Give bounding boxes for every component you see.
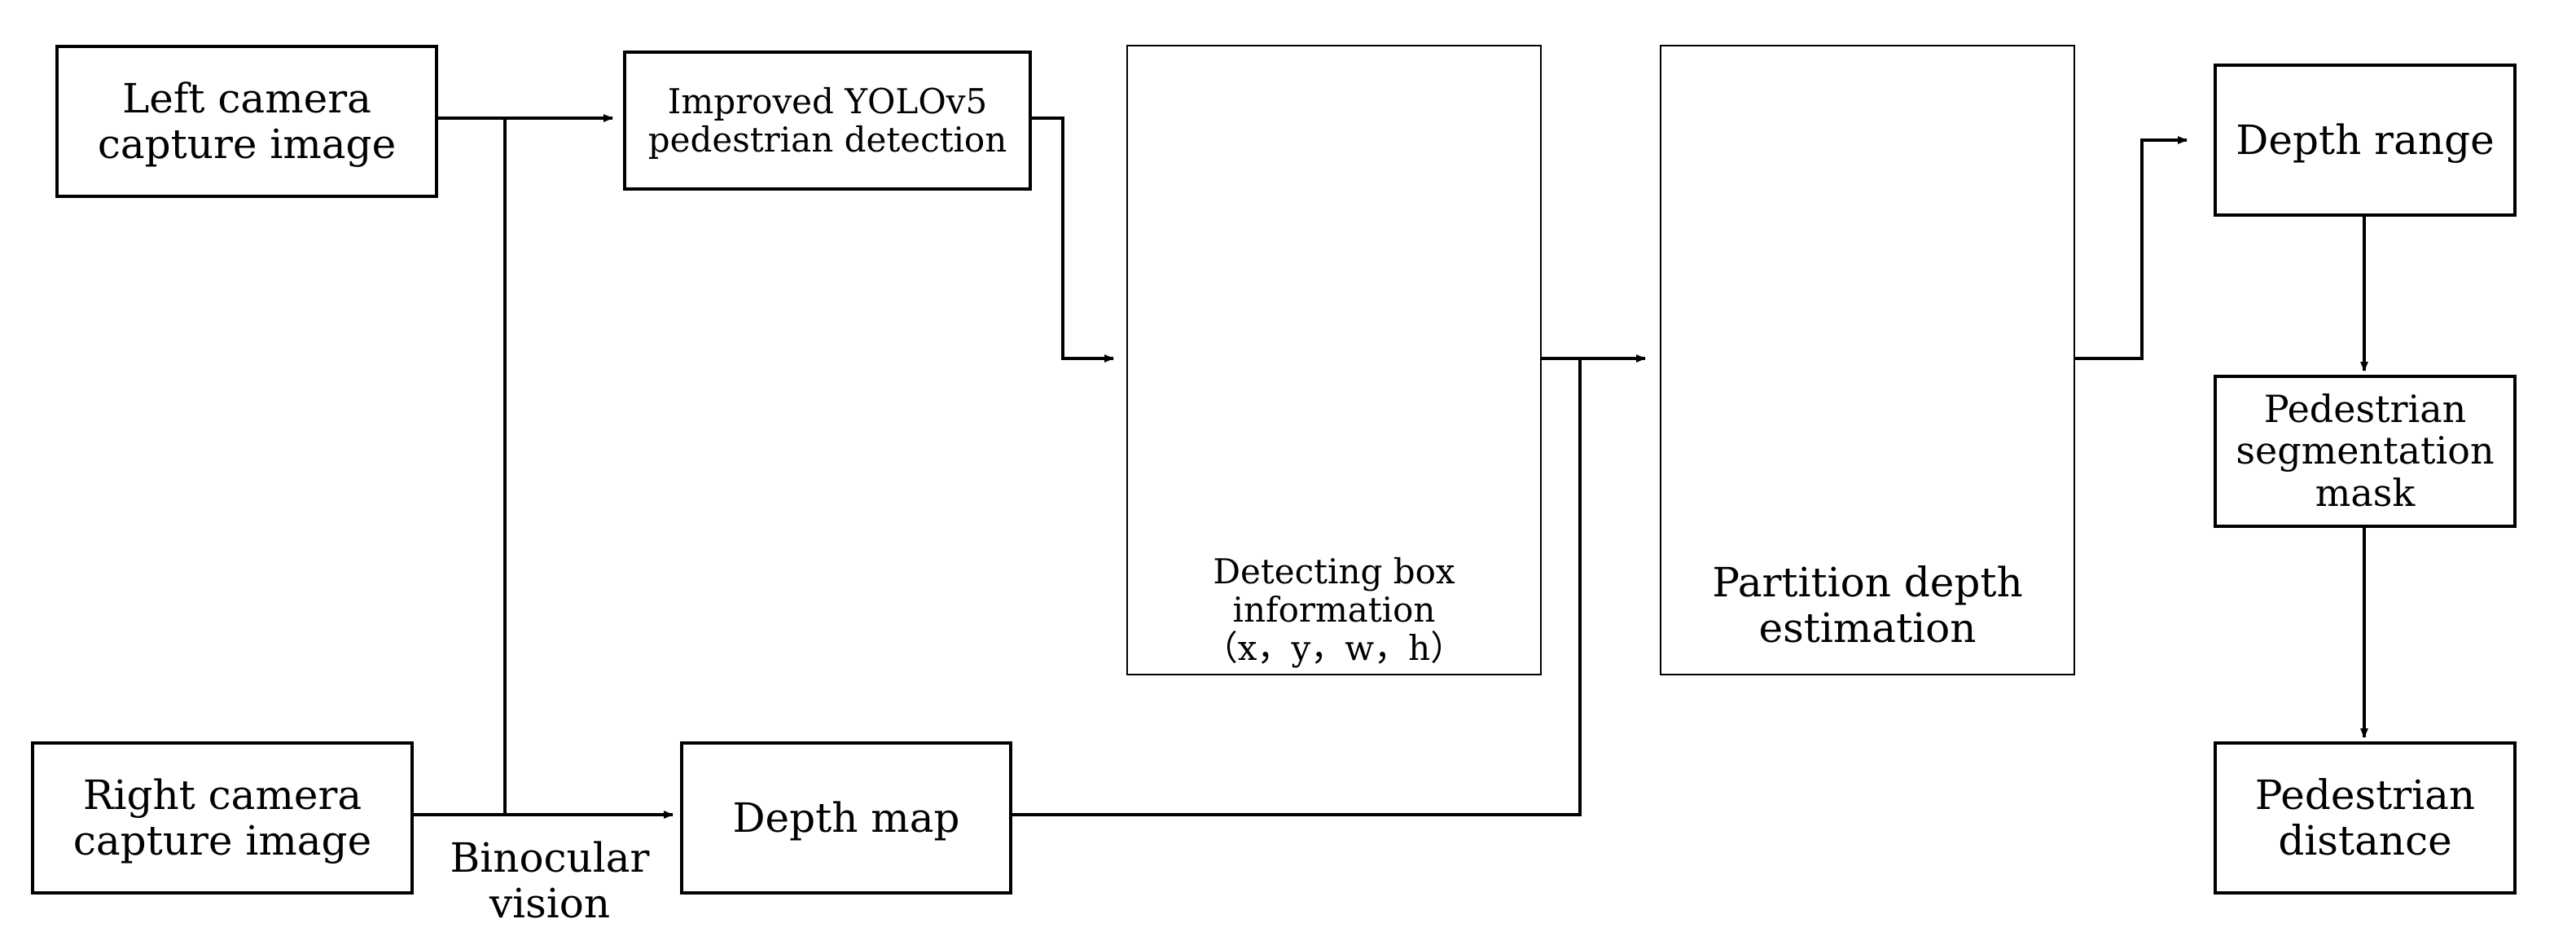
detecting-box-label-line3: （x，y，w，h） [1203,627,1465,668]
binocular-vision-caption: Binocular vision [444,835,656,926]
arrow-partition-to-depthrange [2069,136,2188,360]
right-camera-node: Right camera capture image [31,741,414,895]
segmentation-mask-node: Pedestrian segmentation mask [2214,375,2517,528]
distance-label-line1: Pedestrian [2254,772,2476,819]
segmentation-label-line1: Pedestrian [2263,386,2467,431]
yolo-label-line2: pedestrian detection [647,120,1007,160]
segmentation-label-line2: segmentation [2236,429,2495,473]
partition-depth-node: Partition depth estimation [1660,45,2075,675]
depth-map-node: Depth map [680,741,1012,895]
binocular-label-line2: vision [489,880,611,927]
depth-range-label: Depth range [2236,116,2495,164]
left-camera-node: Left camera capture image [55,45,438,198]
segmentation-label-line3: mask [2315,470,2416,515]
line-depthmap-to-partition [1012,358,1582,816]
detecting-box-label-line2: information [1232,589,1436,630]
depth-range-node: Depth range [2214,64,2517,217]
right-camera-label-line2: capture image [72,817,372,864]
partition-label-line1: Partition depth [1712,559,2023,606]
pedestrian-distance-node: Pedestrian distance [2214,741,2517,895]
arrow-yolo-to-detect [1031,116,1114,363]
binocular-label-line1: Binocular [450,834,650,881]
detecting-box-label-line1: Detecting box [1213,551,1455,591]
right-camera-label-line1: Right camera [82,772,362,819]
partition-label-line2: estimation [1758,604,1977,652]
left-camera-label-line1: Left camera [122,75,371,122]
left-camera-label-line2: capture image [97,121,397,168]
detecting-box-node: Detecting box information （x，y，w，h） [1126,45,1542,675]
depth-map-label: Depth map [732,794,960,842]
yolo-detection-node: Improved YOLOv5 pedestrian detection [623,51,1032,191]
yolo-label-line1: Improved YOLOv5 [667,81,988,121]
distance-label-line2: distance [2278,817,2452,864]
